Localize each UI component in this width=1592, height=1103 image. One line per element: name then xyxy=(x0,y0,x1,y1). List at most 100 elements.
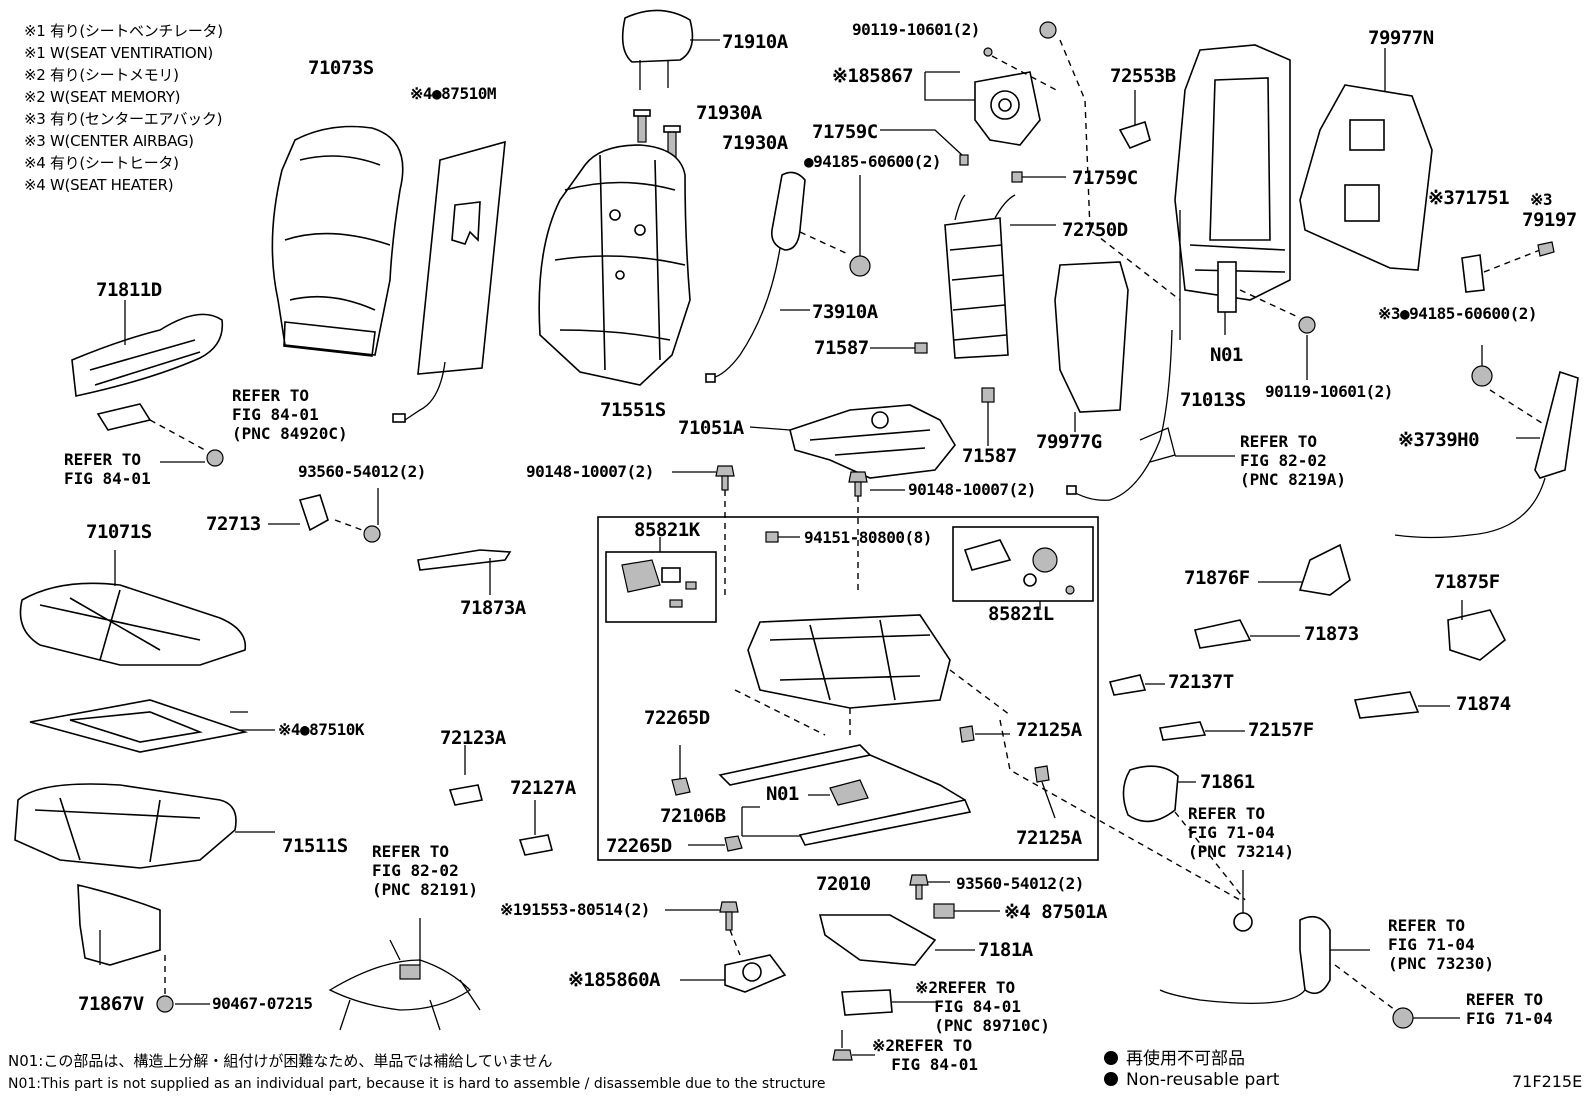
part-71930A-1[interactable]: 71930A xyxy=(696,102,762,124)
part-73910A[interactable]: 73910A xyxy=(812,301,878,323)
part-79977G[interactable]: 79977G xyxy=(1036,431,1102,453)
part-71071S[interactable]: 71071S xyxy=(86,521,152,543)
part-71013S[interactable]: 71013S xyxy=(1180,389,1246,411)
ref-fig-84-01-b[interactable]: ※2REFER TO FIG 84-01 xyxy=(872,1036,978,1074)
part-85821K[interactable]: 85821K xyxy=(634,519,700,541)
part-71811D[interactable]: 71811D xyxy=(96,279,162,301)
back-pad-79977g-shape xyxy=(1054,261,1129,432)
footer-note-en: N01:This part is not supplied as an indi… xyxy=(8,1076,826,1092)
part-7181A[interactable]: 7181A xyxy=(978,939,1033,961)
part-71751[interactable]: ※371751 xyxy=(1428,187,1510,209)
lumbar-support-shape xyxy=(870,194,1056,359)
part-87510M[interactable]: ※4●87510M xyxy=(410,84,496,103)
part-71759C-2[interactable]: 71759C xyxy=(1072,167,1138,189)
part-71873[interactable]: 71873 xyxy=(1304,623,1359,645)
part-90467-07215[interactable]: 90467-07215 xyxy=(212,994,313,1013)
vent-fan-shape xyxy=(924,47,1061,146)
ref-fig-84-01-pnc-89710c[interactable]: ※2REFER TO FIG 84-01 (PNC 89710C) xyxy=(915,978,1050,1035)
part-71874[interactable]: 71874 xyxy=(1456,693,1511,715)
part-91553-80514[interactable]: ※191553-80514(2) xyxy=(500,900,650,919)
part-71876F[interactable]: 71876F xyxy=(1184,567,1250,589)
nut-shape-94151 xyxy=(765,531,800,543)
part-72125A-2[interactable]: 72125A xyxy=(1016,827,1082,849)
part-72123A[interactable]: 72123A xyxy=(440,727,506,749)
lumbar-frame-shape xyxy=(749,404,956,479)
part-72553B[interactable]: 72553B xyxy=(1110,65,1176,87)
part-87501A[interactable]: ※4 87501A xyxy=(1004,901,1107,923)
part-72750D[interactable]: 72750D xyxy=(1062,219,1128,241)
non-reusable-dot-icon xyxy=(1104,1051,1118,1065)
part-79977N[interactable]: 79977N xyxy=(1368,27,1434,49)
note-line-1: ※1 有り(シートベンチレータ) xyxy=(24,22,223,40)
ref-fig-71-04[interactable]: REFER TO FIG 71-04 xyxy=(1466,990,1553,1028)
part-N01-2[interactable]: N01 xyxy=(766,783,799,805)
part-85867[interactable]: ※185867 xyxy=(832,65,914,87)
part-79197[interactable]: 79197 xyxy=(1522,209,1577,231)
part-72137T[interactable]: 72137T xyxy=(1168,671,1234,693)
part-94185-60600-b[interactable]: ※3●94185-60600(2) xyxy=(1378,304,1538,323)
right-trim-shapes xyxy=(1108,543,1507,741)
part-90119-mid[interactable]: 90119-10601(2) xyxy=(1265,382,1393,401)
part-71930A-2[interactable]: 71930A xyxy=(722,132,788,154)
part-94151-80800[interactable]: 94151-80800(8) xyxy=(804,528,932,547)
clip-shape-72553b xyxy=(1118,90,1151,150)
part-72265D-2[interactable]: 72265D xyxy=(606,835,672,857)
inflator-shape xyxy=(705,171,871,383)
part-71867V[interactable]: 71867V xyxy=(78,993,144,1015)
seatback-heater-shape xyxy=(392,140,506,423)
part-93560-54012-a[interactable]: 93560-54012(2) xyxy=(298,462,426,481)
part-72713[interactable]: 72713 xyxy=(206,513,261,535)
part-72127A[interactable]: 72127A xyxy=(510,777,576,799)
part-71587-1[interactable]: 71587 xyxy=(814,337,869,359)
part-72157F[interactable]: 72157F xyxy=(1248,719,1314,741)
part-71073S[interactable]: 71073S xyxy=(308,57,374,79)
part-71051A[interactable]: 71051A xyxy=(678,417,744,439)
part-85860A[interactable]: ※185860A xyxy=(568,969,661,991)
part-90148-10007-a[interactable]: 90148-10007(2) xyxy=(526,462,654,481)
ref-fig-84-01-pnc-84920c[interactable]: REFER TO FIG 84-01 (PNC 84920C) xyxy=(232,386,348,443)
seatback-pad-shape xyxy=(538,144,691,386)
part-72106B[interactable]: 72106B xyxy=(660,805,726,827)
legend-en-text: Non-reusable part xyxy=(1126,1070,1280,1090)
part-90119-top[interactable]: 90119-10601(2) xyxy=(852,20,980,39)
part-93560-54012-b[interactable]: 93560-54012(2) xyxy=(956,874,1084,893)
ref-fig-82-02-pnc-82191[interactable]: REFER TO FIG 82-02 (PNC 82191) xyxy=(372,842,478,899)
part-71587-2[interactable]: 71587 xyxy=(962,445,1017,467)
note-line-7: ※4 有り(シートヒータ) xyxy=(24,154,179,172)
ref-fig-71-04-pnc-73230[interactable]: REFER TO FIG 71-04 (PNC 73230) xyxy=(1388,916,1494,973)
part-71551S[interactable]: 71551S xyxy=(600,399,666,421)
wire-harness-8219a xyxy=(1066,329,1235,501)
ref-fig-71-04-pnc-73214[interactable]: REFER TO FIG 71-04 (PNC 73214) xyxy=(1188,804,1294,861)
part-71875F[interactable]: 71875F xyxy=(1434,571,1500,593)
part-71511S[interactable]: 71511S xyxy=(282,835,348,857)
ref-fig-84-01-a[interactable]: REFER TO FIG 84-01 xyxy=(64,450,151,488)
part-72010[interactable]: 72010 xyxy=(816,873,871,895)
seatback-frame-shape xyxy=(1174,44,1316,380)
part-739H0[interactable]: ※3739H0 xyxy=(1398,429,1480,451)
side-shield-shape xyxy=(71,300,224,397)
ref-fig-82-02-pnc-8219a[interactable]: REFER TO FIG 82-02 (PNC 8219A) xyxy=(1240,432,1346,489)
part-71873A[interactable]: 71873A xyxy=(460,597,526,619)
part-N01-1[interactable]: N01 xyxy=(1210,344,1243,366)
cushion-cover-shape xyxy=(19,550,247,666)
legend-en: Non-reusable part xyxy=(1104,1070,1279,1090)
part-72265D-1[interactable]: 72265D xyxy=(644,707,710,729)
knob-shape-71861 xyxy=(1122,765,1246,901)
seat-track-frame-shape xyxy=(734,614,1241,901)
part-72125A-1[interactable]: 72125A xyxy=(1016,719,1082,741)
headrest-shape xyxy=(621,9,720,90)
part-71910A[interactable]: 71910A xyxy=(722,31,788,53)
part-71759C-1[interactable]: 71759C xyxy=(812,121,878,143)
note-line-4: ※2 W(SEAT MEMORY) xyxy=(24,88,181,106)
seatback-cover-shape xyxy=(271,125,404,357)
seat-rails-shape xyxy=(671,744,972,852)
part-94185-60600-a[interactable]: ●94185-60600(2) xyxy=(804,152,942,171)
part-87510K[interactable]: ※4●87510K xyxy=(278,720,364,739)
bolt-shape-top xyxy=(1039,21,1181,301)
part-71861[interactable]: 71861 xyxy=(1200,771,1255,793)
motor-kit-l-shape xyxy=(963,539,1075,595)
nut-shape-right xyxy=(1471,345,1493,387)
part-85821L[interactable]: 85821L xyxy=(988,603,1054,625)
part-90148-10007-b[interactable]: 90148-10007(2) xyxy=(908,480,1036,499)
